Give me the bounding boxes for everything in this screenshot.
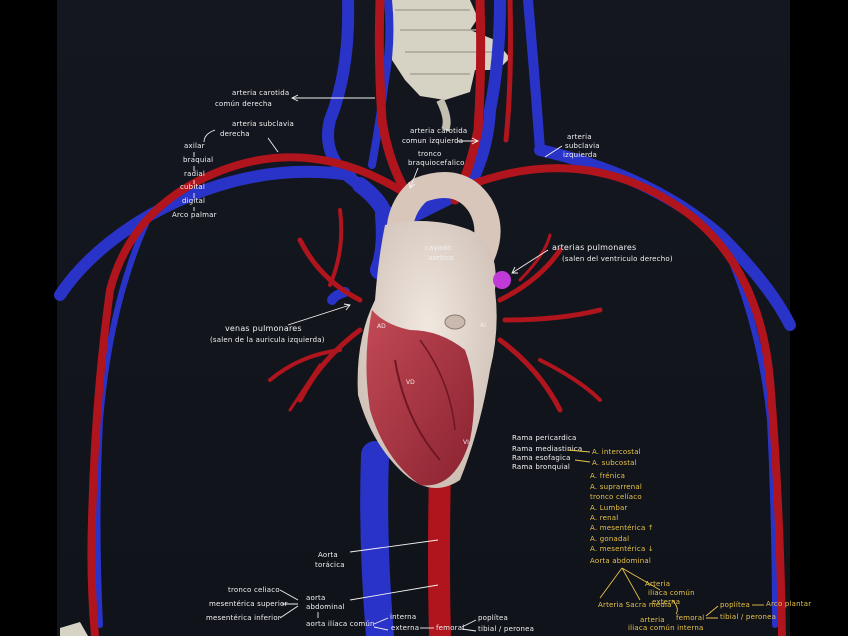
label-aorta-toracica-1: Aorta [318,551,338,559]
annotations: arteria carotida común derecha arteria s… [172,89,811,633]
heart [357,221,511,488]
aorta-branch-left-3: Rama bronquial [512,463,570,471]
label-ai: AI [480,322,486,329]
label-vd: VD [406,379,415,386]
label-subclavia-izquierda-2: subclavia [565,142,600,150]
aorta-branch-right-8: A. gonadal [590,535,629,543]
iliac-sacra-media: Arteria Sacra media [598,601,672,609]
iliac-arco-plantar: Arco plantar [766,600,811,608]
aorta-branch-right-10: Aorta abdominal [590,557,651,565]
label-tronco-celiaco: tronco celiaco [228,586,280,594]
aorta-branch-right-7: A. mesentérica ↑ [590,524,654,532]
label-venas-pulmonares-2: (salen de la auricula izquierda) [210,336,325,344]
label-arco-palmar: Arco palmar [172,211,217,219]
iliac-tibial: tibial / peronea [720,613,776,621]
aorta-branch-left-1: Rama mediastinica [512,445,582,453]
arteries [87,0,786,636]
label-radial: radial [184,170,205,178]
label-vi: VI [463,439,469,446]
label-subclavia-derecha-1: arteria subclavia [232,120,294,128]
label-cayado-1: cayado [425,244,452,252]
label-tronco-1: tronco [418,150,442,158]
aorta-branch-right-2: A. frénica [590,472,625,480]
aorta-branch-left-2: Rama esofagica [512,454,571,462]
label-subclavia-derecha-2: derecha [220,130,250,138]
aorta-branch-right-0: A. intercostal [592,448,641,456]
label-axilar: axilar [184,142,205,150]
label-interna: interna [390,613,416,621]
pulmonary-valve [493,271,511,289]
aorta-branch-right-1: A. subcostal [592,459,637,467]
label-aorta-abdominal-2: abdominal [306,603,345,611]
iliac-interna-1: arteria [640,616,665,624]
label-aorta-toracica-2: torácica [315,561,345,569]
label-venas-pulmonares-1: venas pulmonares [225,324,302,333]
iliac-externa-1: Arteria [645,580,670,588]
aorta-branch-left-0: Rama pericardica [512,434,577,442]
label-iliaca-comun: aorta ilíaca común [306,620,375,628]
label-cubital: cubital [180,183,205,191]
label-arterias-pulmonares-1: arterias pulmonares [552,243,636,252]
label-externa: externa [391,624,419,632]
label-aorta-abdominal-1: aorta [306,594,325,602]
label-braquial: braquial [183,156,213,164]
label-poplitea: poplítea [478,614,508,622]
label-ad: AD [377,323,386,330]
iliac-interna-2: iliaca común interna [628,624,703,632]
aorta-branch-right-6: A. renal [590,514,618,522]
aorta-branch-right-5: A. Lumbar [590,504,628,512]
label-digital: digital [182,197,205,205]
label-carotida-derecha-1: arteria carotida [232,89,289,97]
corner-bone [60,622,88,636]
aorta-branch-list-right: A. intercostal A. subcostal A. frénica A… [590,448,654,565]
label-carotida-izquierda-2: comun izquierda [402,137,463,145]
aorta-branch-right-9: A. mesentérica ↓ [590,545,654,553]
iliac-poplitea: poplítea [720,601,750,609]
aorta-branch-right-3: A. suprarrenal [590,483,642,491]
iliac-externa-2: iliaca común [648,589,695,597]
aorta-branch-right-4: tronco celíaco [590,493,642,501]
label-subclavia-izquierda-3: izquierda [563,151,597,159]
label-mesenterica-inferior: mesentérica inferior [206,614,281,622]
label-carotida-izquierda-1: arteria carotida [410,127,467,135]
label-tibial-peronea: tibial / peronea [478,625,534,633]
label-femoral: femoral [436,624,464,632]
pulmonary-vessels [268,208,603,413]
label-carotida-derecha-2: común derecha [215,100,272,108]
label-arterias-pulmonares-2: (salen del ventriculo derecho) [562,255,673,263]
label-tronco-2: braquiocefalico [408,159,465,167]
label-subclavia-izquierda-1: arteria [567,133,592,141]
label-cayado-2: aortico [428,254,454,262]
label-mesenterica-superior: mesentérica superior [209,600,288,608]
iliac-externa-3: externa [652,598,680,606]
iliac-femoral: femoral [676,614,704,622]
cervical-vertebrae [388,0,510,132]
